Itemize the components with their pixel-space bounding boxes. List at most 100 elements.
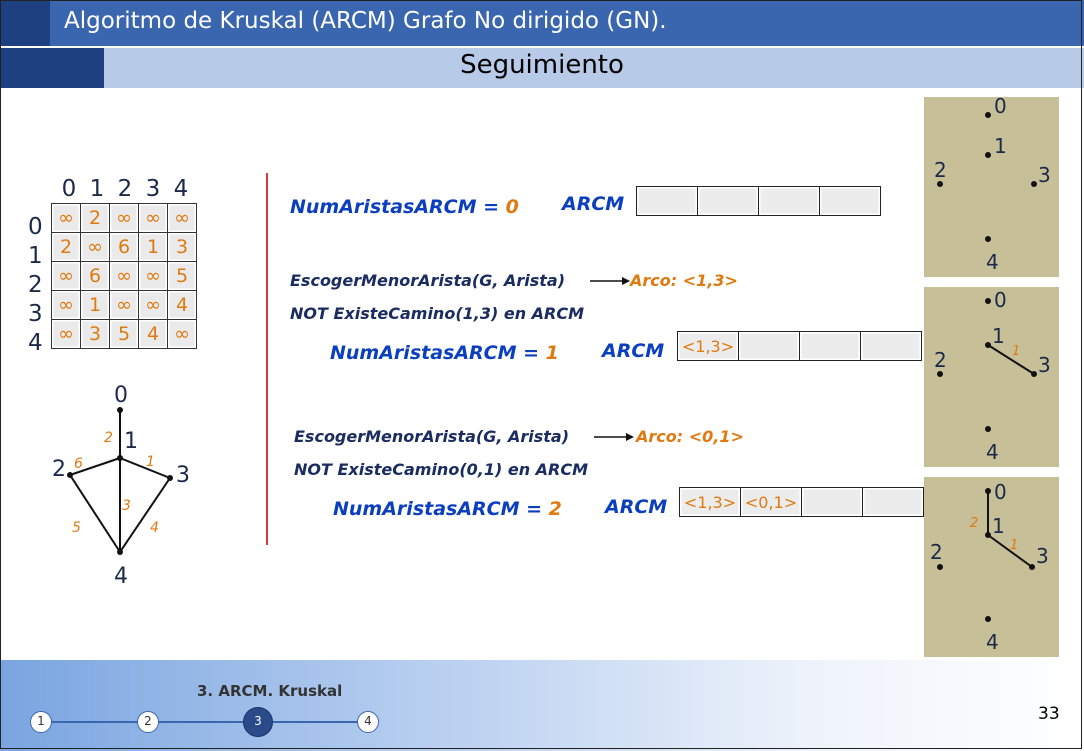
graph-node: [985, 532, 991, 538]
graph-node: [937, 371, 943, 377]
arrow-icon: [594, 433, 634, 441]
matrix-cell: ∞: [80, 232, 110, 262]
arc-result-step2: Arco: <0,1>: [636, 427, 744, 446]
graph-edge: [987, 534, 1033, 568]
graph-edge-weight: 3: [122, 498, 131, 514]
graph-node-label: 0: [114, 383, 128, 408]
matrix-cell: ∞: [51, 203, 81, 233]
arcm-array-step1: <1,3>: [677, 331, 922, 361]
matrix-cell: ∞: [109, 261, 139, 291]
graph-node: [937, 564, 943, 570]
matrix-row-header: 3: [28, 301, 43, 327]
graph-node: [985, 152, 991, 158]
step-button-1[interactable]: 1: [30, 711, 52, 733]
graph-node: [1031, 371, 1037, 377]
step-button-2[interactable]: 2: [137, 711, 159, 733]
matrix-col-header: 2: [117, 176, 133, 202]
title-accent-block: [0, 0, 50, 46]
graph-node-label: 2: [52, 457, 66, 482]
graph-node-label: 1: [992, 324, 1005, 348]
graph-diagram: 0 1 2 3 4 2 6 1 3 5 4: [52, 383, 190, 589]
matrix-cell: 1: [80, 290, 110, 320]
matrix-col-header: 4: [173, 176, 189, 202]
footer-bar: [0, 660, 1084, 751]
matrix-row-header: 2: [28, 272, 43, 298]
subtitle-accent-block: [0, 48, 104, 88]
arcm-label: ARCM: [602, 340, 665, 362]
graph-edge-weight: 1: [1010, 538, 1018, 553]
state-panel-graph: 0 1 2 3 4 1: [934, 288, 1051, 464]
matrix-cell: 4: [138, 319, 168, 349]
arcm-cell: <0,1>: [741, 488, 802, 516]
graph-node-label: 3: [1038, 163, 1051, 187]
matrix-row: ∞ 3 5 4 ∞: [51, 319, 197, 349]
step-button-3-active[interactable]: 3: [243, 707, 273, 737]
arcm-cell: [759, 187, 820, 215]
arcm-cell: [698, 187, 759, 215]
arcm-array-step0: [636, 186, 881, 216]
graph-node: [985, 342, 991, 348]
state-panel-graph: 0 1 2 3 4 2 1: [930, 480, 1049, 654]
graph-node: [985, 236, 991, 242]
section-label: 3. ARCM. Kruskal: [197, 682, 343, 700]
arcm-cell: [861, 332, 921, 360]
slide-subtitle: Seguimiento: [460, 50, 624, 80]
matrix-cell: 5: [109, 319, 139, 349]
graph-node: [985, 298, 991, 304]
page-number: 33: [1038, 704, 1060, 724]
matrix-row: ∞ 6 ∞ ∞ 5: [51, 261, 197, 291]
state-panel-graph: 0 1 2 3 4: [934, 94, 1051, 274]
graph-edge: [119, 477, 171, 553]
graph-node: [117, 549, 123, 555]
arcm-label: ARCM: [605, 496, 668, 518]
subtitle-bar: [104, 48, 1084, 88]
choose-edge-step1: EscogerMenorArista(G, Arista): [290, 271, 566, 290]
arcm-array-step2: <1,3> <0,1>: [679, 487, 924, 517]
graph-node-label: 0: [994, 97, 1007, 118]
graph-edge-weight: 2: [970, 516, 978, 531]
matrix-row: 2 ∞ 6 1 3: [51, 232, 197, 262]
graph-edge-weight: 5: [72, 520, 81, 536]
graph-node: [1029, 564, 1035, 570]
arcm-cell: <1,3>: [680, 488, 741, 516]
state-panel-2: 0 1 2 3 4 2 1: [924, 477, 1059, 657]
matrix-cell: ∞: [167, 319, 197, 349]
graph-edge-weight: 6: [74, 456, 83, 472]
graph-node-label: 2: [934, 158, 947, 182]
num-aristas-label: NumAristasARCM =: [333, 498, 549, 520]
adjacency-matrix: ∞ 2 ∞ ∞ ∞ 2 ∞ 6 1 3 ∞ 6 ∞ ∞ 5 ∞ 1 ∞ ∞ 4 …: [51, 203, 197, 349]
arrow-icon: [590, 277, 630, 285]
graph-node-label: 4: [986, 250, 999, 274]
matrix-row: ∞ 1 ∞ ∞ 4: [51, 290, 197, 320]
matrix-cell: 3: [80, 319, 110, 349]
graph-edge-weight: 1: [1012, 344, 1020, 359]
state-panel-0: 0 1 2 3 4: [924, 94, 1059, 277]
matrix-cell: ∞: [138, 203, 168, 233]
graph-edge: [987, 344, 1035, 375]
matrix-col-header: 0: [61, 176, 77, 202]
graph-node: [985, 488, 991, 494]
matrix-cell: 2: [80, 203, 110, 233]
graph-edge: [69, 474, 121, 553]
graph-edge-weight: 1: [146, 454, 155, 470]
arcm-cell: [637, 187, 698, 215]
vertical-divider: [266, 173, 268, 545]
matrix-cell: ∞: [51, 319, 81, 349]
graph-node-label: 1: [124, 429, 138, 454]
matrix-col-header: 3: [145, 176, 161, 202]
step-button-4[interactable]: 4: [357, 711, 379, 733]
matrix-cell: 4: [167, 290, 197, 320]
choose-edge-step2: EscogerMenorArista(G, Arista): [294, 427, 570, 446]
num-aristas-value: 0: [505, 196, 519, 218]
graph-node: [985, 616, 991, 622]
graph-node: [985, 112, 991, 118]
state-panel-1: 0 1 2 3 4 1: [924, 287, 1059, 467]
graph-node-label: 4: [986, 630, 999, 654]
matrix-cell: ∞: [109, 290, 139, 320]
slide-title: Algoritmo de Kruskal (ARCM) Grafo No dir…: [64, 8, 667, 34]
arcm-cell: [863, 488, 923, 516]
graph-node-label: 3: [176, 463, 190, 488]
matrix-col-header: 1: [89, 176, 105, 202]
matrix-cell: 1: [138, 232, 168, 262]
